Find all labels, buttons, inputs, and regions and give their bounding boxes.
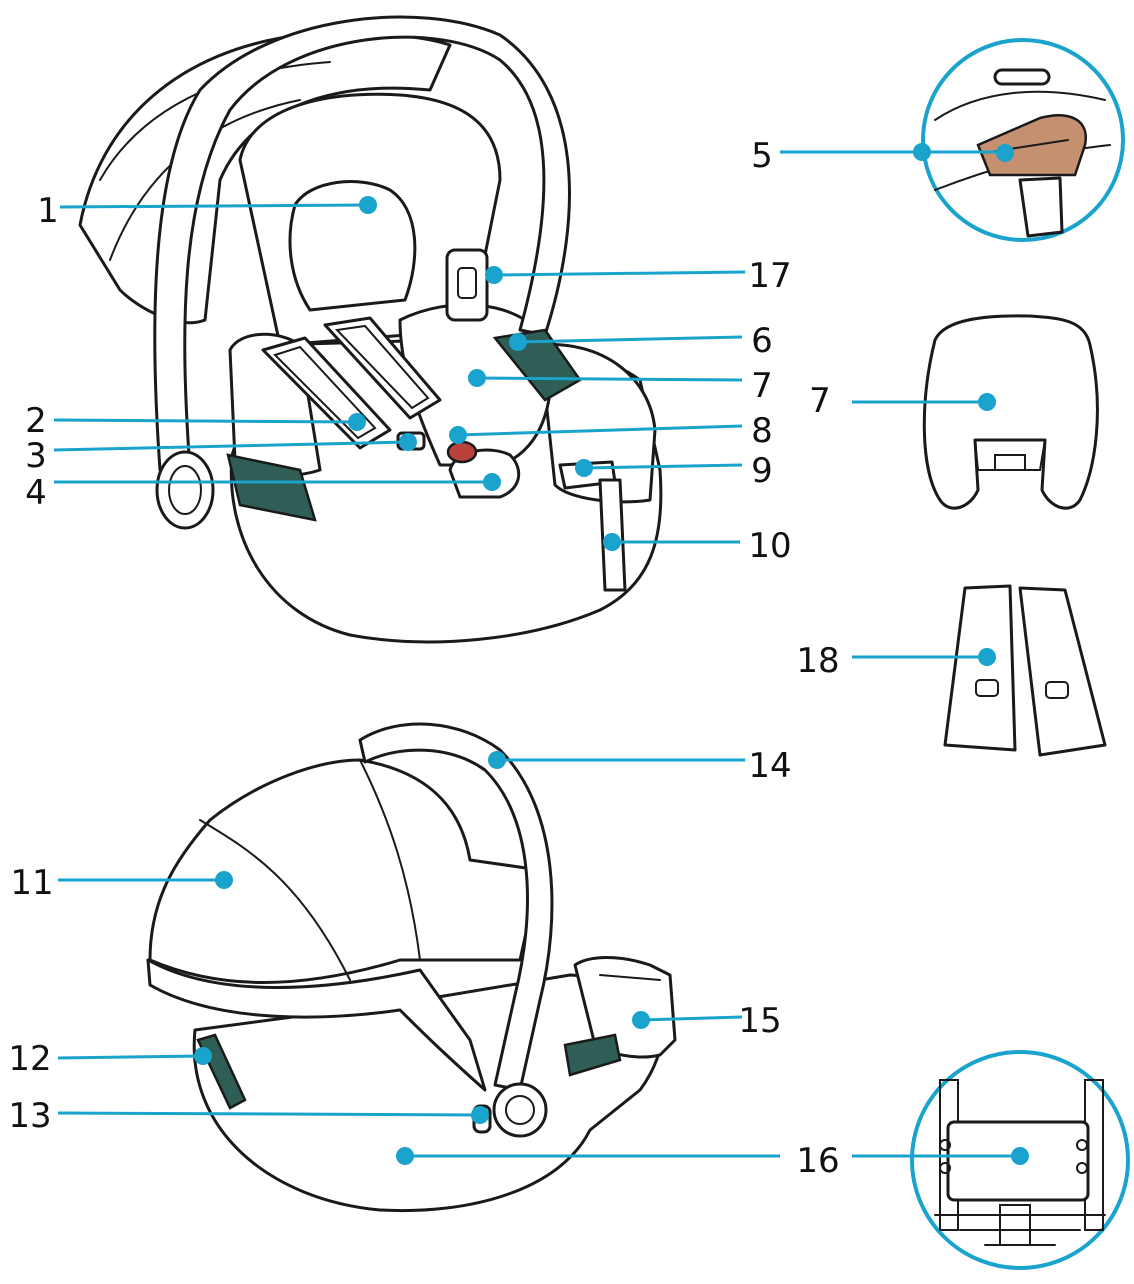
inset-circle-top: [921, 38, 1125, 242]
canopy-panel-line: [359, 759, 421, 961]
callout-17: 17: [485, 256, 792, 296]
callout-dot: [468, 369, 486, 387]
callout-dot: [399, 433, 417, 451]
callout-number: 17: [748, 256, 791, 296]
callout-4: 4: [25, 473, 501, 513]
callout-8: 8: [449, 411, 773, 451]
callout-leader-line: [53, 440, 409, 452]
insert-outline: [922, 314, 1099, 510]
callout-dot: [194, 1047, 212, 1065]
callout-leader-line: [517, 335, 743, 344]
callout-number: 18: [796, 641, 839, 681]
callout-6: 6: [509, 321, 773, 361]
callout-14: 14: [488, 746, 792, 786]
callout-dot: [488, 751, 506, 769]
harness-buckle: [446, 440, 478, 464]
callout-12: 12: [8, 1039, 212, 1079]
callout-18: 18: [796, 641, 996, 681]
callout-number: 8: [751, 411, 773, 451]
harness-adjuster: [445, 248, 489, 322]
callout-number: 9: [751, 451, 773, 491]
car-seat-rear-view: [146, 722, 677, 1213]
callout-9: 9: [575, 451, 773, 491]
callout-7: 7: [809, 381, 996, 421]
callout-1: 1: [37, 191, 377, 231]
car-seat-front-view: [78, 15, 663, 644]
callout-dot: [978, 393, 996, 411]
callout-3: 3: [25, 433, 417, 476]
callout-dot: [471, 1106, 489, 1124]
callout-number: 4: [25, 473, 47, 513]
rear-canopy: [148, 758, 542, 984]
callout-leader-line: [640, 1015, 743, 1022]
callout-leader-line: [476, 376, 743, 382]
handle-pivot-button: [155, 450, 215, 530]
handle-hub: [492, 1082, 548, 1138]
callout-number: 15: [738, 1001, 781, 1041]
callout-dot: [396, 1147, 414, 1165]
callout-number: 3: [25, 436, 47, 476]
callout-number: 5: [751, 136, 773, 176]
callout-dot: [978, 648, 996, 666]
callout-15: 15: [632, 1001, 782, 1041]
callout-number: 10: [748, 526, 791, 566]
callout-dot: [485, 266, 503, 284]
callout-dot: [603, 533, 621, 551]
callout-number: 14: [748, 746, 791, 786]
callout-10: 10: [603, 526, 792, 566]
callout-leader-line: [57, 1054, 204, 1060]
callout-dot: [575, 459, 593, 477]
shoulder-pad-detail-right: [1018, 586, 1107, 757]
callout-leader-line: [57, 1111, 481, 1117]
shoulder-pad-stitch: [334, 324, 430, 410]
callout-number: 2: [25, 401, 47, 441]
callout-number: 16: [796, 1141, 839, 1181]
callout-5: 5: [751, 136, 931, 176]
callout-number: 1: [37, 191, 59, 231]
belt-guide-left: [226, 453, 317, 522]
canopy-panel-line: [199, 819, 351, 981]
callout-number: 6: [751, 321, 773, 361]
callout-leader-line: [59, 203, 369, 209]
callout-number: 7: [809, 381, 831, 421]
callout-dot: [359, 196, 377, 214]
callout-number: 11: [10, 863, 53, 903]
callout-11: 11: [10, 863, 233, 903]
callout-dot: [449, 426, 467, 444]
callout-number: 13: [8, 1096, 51, 1136]
callout-number: 12: [8, 1039, 51, 1079]
callout-7: 7: [468, 366, 773, 406]
canopy-rim: [146, 958, 487, 1092]
callout-leader-line: [583, 463, 743, 470]
callout-2: 2: [25, 401, 366, 441]
handle-hub-inner: [505, 1095, 535, 1125]
shoulder-pad-detail-left: [943, 584, 1017, 752]
shoulder-pads-detail: [943, 584, 1107, 757]
canopy-fold-line: [99, 61, 331, 181]
callout-dot: [996, 144, 1014, 162]
callout-dot: [483, 473, 501, 491]
harness-adjuster-slot: [457, 267, 477, 299]
seat-back-pad: [288, 180, 417, 312]
callout-dot: [632, 1011, 650, 1029]
insert-detail: [922, 314, 1099, 510]
shoulder-pad-stitch: [273, 345, 377, 440]
callout-dot: [1011, 1147, 1029, 1165]
callout-leader-line: [457, 424, 743, 437]
callout-dot: [215, 871, 233, 889]
handle-pivot-ring: [168, 465, 202, 515]
callout-dot: [509, 333, 527, 351]
callout-13: 13: [8, 1096, 489, 1136]
shoulder-pad-right: [323, 316, 442, 420]
callout-leader-line: [493, 270, 746, 277]
foot-end-belt-guide: [563, 1033, 622, 1077]
callout-16: 16: [396, 1141, 840, 1181]
callout-dot: [348, 413, 366, 431]
callout-number: 7: [751, 366, 773, 406]
callout-leader-line: [53, 418, 358, 424]
